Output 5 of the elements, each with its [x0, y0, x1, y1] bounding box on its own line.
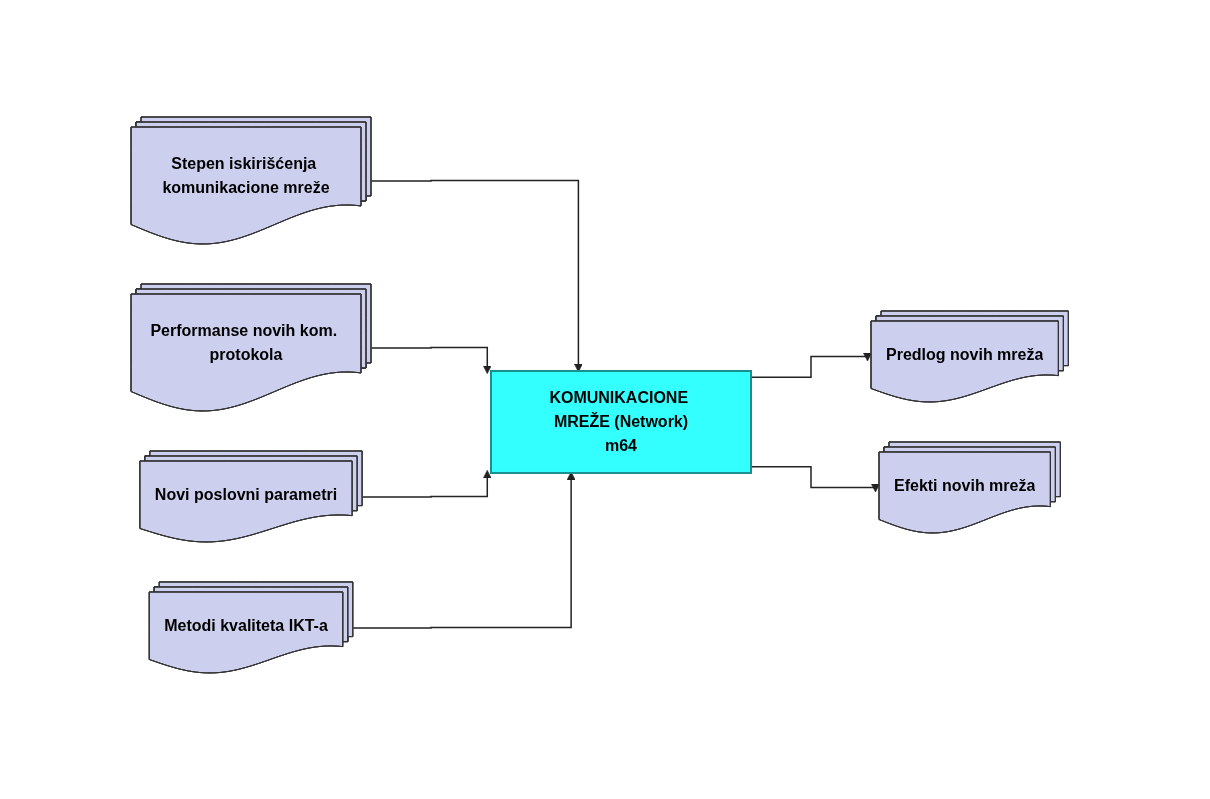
arrow — [362, 470, 492, 498]
node-box: KOMUNIKACIONE MREŽE (Network) m64 — [490, 370, 753, 474]
arrow — [371, 179, 584, 373]
arrow — [352, 471, 576, 629]
arrow — [371, 346, 492, 374]
